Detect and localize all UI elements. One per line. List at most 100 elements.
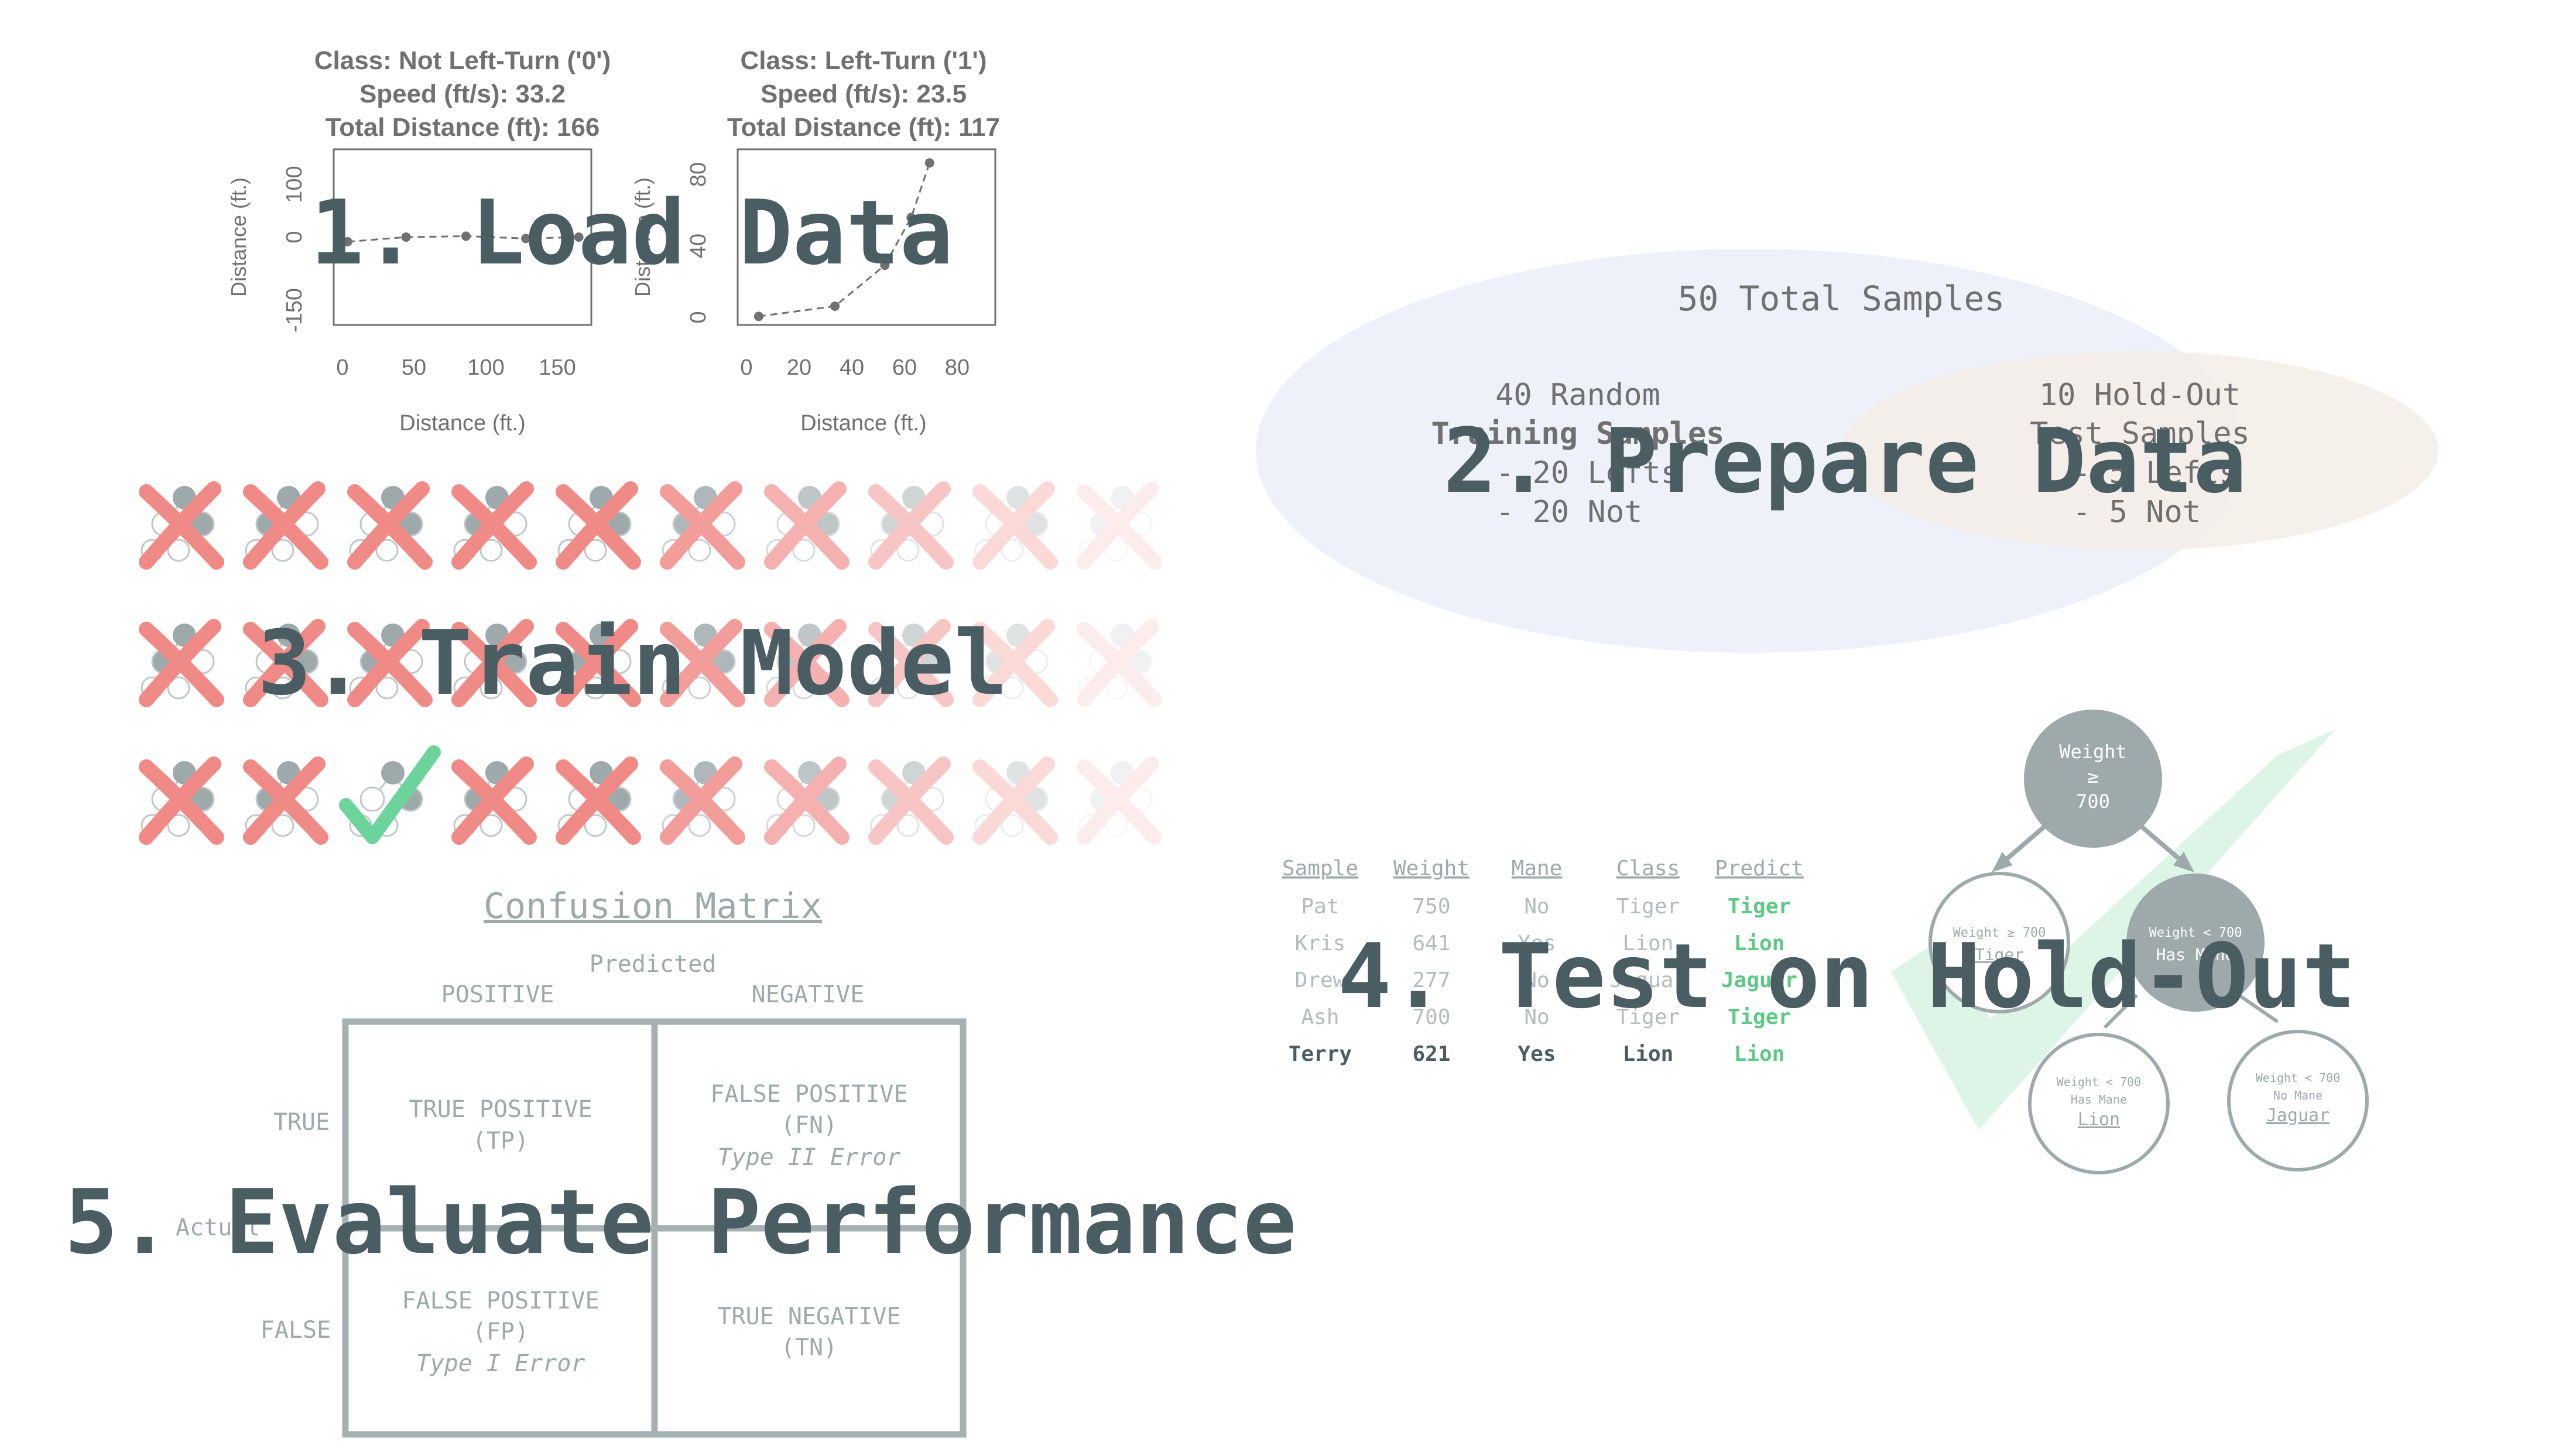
plot-1-title-line-2: Speed (ft/s): 33.2 xyxy=(359,80,566,108)
plot-1-frame xyxy=(333,148,592,326)
tree-icon-leaf xyxy=(1001,539,1024,562)
tree-icon xyxy=(972,619,1058,707)
positive-header: POSITIVE xyxy=(441,981,554,1008)
plot-2-point xyxy=(753,311,763,321)
cross-icon xyxy=(868,622,954,707)
cell-false-positive-bottom: FALSE POSITIVE (FP) Type I Error xyxy=(402,1287,599,1377)
confusion-matrix: Confusion Matrix Predicted POSITIVE NEGA… xyxy=(176,886,967,1438)
tree-icon-root xyxy=(1006,624,1030,647)
table-header-2: Mane xyxy=(1512,857,1563,881)
tree-left-line-1: Weight ≥ 700 xyxy=(1953,926,2046,940)
tree-icon-node xyxy=(1023,649,1049,674)
tree-icon-node xyxy=(1127,786,1153,812)
plot-not-left-turn: Class: Not Left-Turn ('0') Speed (ft/s):… xyxy=(227,46,611,436)
tree-icon-root xyxy=(1111,486,1134,509)
cross-icon xyxy=(139,756,221,845)
cross-icon xyxy=(660,619,742,707)
cell-true-negative: TRUE NEGATIVE (TN) xyxy=(717,1303,900,1361)
tree-icon xyxy=(764,756,849,845)
tree-icon xyxy=(660,756,745,845)
plot-2-marks xyxy=(753,158,934,321)
testing-line-1: 10 Hold-Out xyxy=(2039,378,2241,413)
tree-leaf-lion-line-1: Weight < 700 xyxy=(2057,1075,2142,1089)
tree-edge-right-leaf-left xyxy=(2103,994,2139,1029)
tree-edge-root-right xyxy=(2135,820,2188,868)
table-cell: Tiger xyxy=(1616,1005,1680,1029)
plot-2-xtick-4: 80 xyxy=(945,355,970,380)
table-cell: Lion xyxy=(1623,931,1674,955)
table-cell: Pat xyxy=(1301,895,1339,919)
tree-icon-leaf xyxy=(479,676,503,700)
fn-line-1: FALSE POSITIVE xyxy=(710,1081,907,1108)
tree-icon-leaf xyxy=(870,676,893,700)
table-cell: Yes xyxy=(1517,1042,1556,1066)
tree-icon-leaf xyxy=(974,676,998,700)
plot-2-title-line-1: Class: Left-Turn ('1') xyxy=(740,46,986,75)
training-line-1: 40 Random xyxy=(1495,378,1660,413)
table-header-0: Sample xyxy=(1282,857,1358,881)
cross-icon xyxy=(972,484,1058,570)
fn-line-3: Type II Error xyxy=(717,1144,900,1171)
tree-icon xyxy=(243,756,328,845)
table-cell: Kris xyxy=(1295,931,1346,955)
tree-icon-node xyxy=(1023,786,1049,812)
tree-icon-root xyxy=(381,761,405,785)
tree-icon xyxy=(868,481,954,570)
plot-1-title-line-1: Class: Not Left-Turn ('0') xyxy=(314,46,611,75)
cross-icon xyxy=(347,619,430,707)
tree-icon-node xyxy=(985,649,1010,674)
tree-arrow-root-left xyxy=(1992,852,2013,872)
tree-leaf-jaguar-line-2: No Mane xyxy=(2273,1088,2322,1102)
tree-icon-leaf xyxy=(792,539,816,562)
plot-1-ytick-1: 0 xyxy=(282,231,307,243)
cross-icon xyxy=(764,481,847,570)
plot-1-marks xyxy=(342,231,584,246)
tree-icon-root xyxy=(902,486,926,509)
table-header-3: Class xyxy=(1616,857,1680,881)
table-cell: Jaguar xyxy=(1610,968,1686,992)
table-cell: No xyxy=(1524,895,1549,919)
cross-icon xyxy=(556,481,638,570)
tn-line-1: TRUE NEGATIVE xyxy=(717,1303,900,1330)
tree-leaf-jaguar-node xyxy=(2227,1030,2369,1171)
tree-icon xyxy=(243,481,328,570)
table-cell: No xyxy=(1524,968,1549,992)
tree-icon-node xyxy=(1127,511,1153,537)
tree-icon xyxy=(556,619,641,707)
cross-icon xyxy=(868,756,951,845)
tree-icon-leaf xyxy=(375,539,399,562)
table-cell: 277 xyxy=(1412,968,1450,992)
tree-icon-node xyxy=(919,786,944,812)
table-cell: Yes xyxy=(1517,931,1556,955)
cell-true-positive: TRUE POSITIVE (TP) xyxy=(409,1096,592,1155)
table-cell: Terry xyxy=(1289,1042,1352,1066)
tree-icon xyxy=(1077,756,1162,845)
tree-icon-leaf xyxy=(1105,814,1128,837)
tree-icon xyxy=(868,619,954,707)
plot-2-ytick-2: 80 xyxy=(686,162,711,187)
confusion-matrix-title: Confusion Matrix xyxy=(484,886,822,927)
tree-leaf-lion-node xyxy=(2028,1033,2170,1174)
cross-icon xyxy=(139,481,221,570)
tp-line-2: (TP) xyxy=(472,1128,529,1155)
plot-1-xtick-1: 50 xyxy=(402,355,426,380)
tree-icon xyxy=(139,756,224,845)
tree-icon-node xyxy=(1089,786,1115,812)
table-cell: 700 xyxy=(1412,1005,1450,1029)
tree-icon xyxy=(660,619,745,707)
plot-2-xtick-0: 0 xyxy=(740,355,752,380)
tree-icon-node xyxy=(985,511,1010,537)
table-cell: Lion xyxy=(1734,931,1785,955)
tree-icon xyxy=(660,481,745,570)
tree-icon xyxy=(139,619,224,707)
tree-leaf-lion-line-2: Has Mane xyxy=(2071,1092,2127,1107)
tree-icon-leaf xyxy=(870,539,893,562)
cross-icon xyxy=(451,481,534,570)
step-titles: 1. Load Data 2. Prepare Data 3. Train Mo… xyxy=(64,181,2356,1274)
tree-icon-node xyxy=(985,786,1010,812)
total-samples-oval xyxy=(1256,249,2245,653)
tree-icon-leaf xyxy=(1001,814,1024,837)
tree-leaf-jaguar-line-3: Jaguar xyxy=(2266,1105,2330,1126)
predicted-label: Predicted xyxy=(590,951,717,978)
